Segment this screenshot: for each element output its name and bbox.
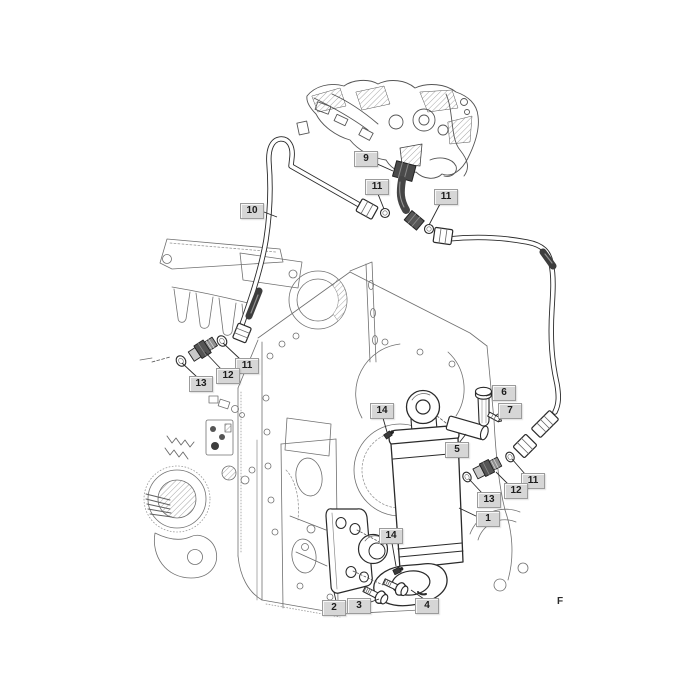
callout-13-b[interactable]: 13 — [477, 492, 501, 508]
callout-13-a[interactable]: 13 — [189, 376, 213, 392]
grease-fitting-14-lower — [392, 566, 404, 576]
hydraulic-cylinder-1 — [373, 389, 464, 607]
callout-7[interactable]: 7 — [498, 403, 522, 419]
left-fitting-axis-line — [151, 356, 171, 363]
right-hose — [445, 234, 562, 415]
callout-6[interactable]: 6 — [492, 385, 516, 401]
callout-10[interactable]: 10 — [240, 203, 264, 219]
leader-lines — [181, 162, 526, 604]
bolt-3 — [362, 586, 389, 605]
callout-11-c[interactable]: 11 — [235, 358, 259, 374]
right-hose-start-nut — [432, 226, 454, 246]
callout-14-b[interactable]: 14 — [379, 528, 403, 544]
engine-drawing — [296, 79, 479, 179]
callout-12-b[interactable]: 12 — [504, 483, 528, 499]
callout-11-a[interactable]: 11 — [365, 179, 389, 195]
callout-5[interactable]: 5 — [445, 442, 469, 458]
bracket-align-line-2 — [352, 570, 384, 586]
grease-fitting-14-upper — [383, 430, 394, 440]
callout-2[interactable]: 2 — [322, 600, 346, 616]
o-ring-13-left-group — [175, 355, 187, 367]
retaining-pin-6 — [474, 386, 493, 427]
right-hose-end-fitting — [531, 410, 559, 438]
callout-3[interactable]: 3 — [347, 598, 371, 614]
callout-1[interactable]: 1 — [476, 511, 500, 527]
connector-fitting-12-right — [472, 456, 503, 480]
bolt-4 — [382, 578, 409, 597]
pipe-10-lower-nut — [232, 322, 252, 344]
oil-line-10 — [235, 136, 366, 339]
o-ring-11-right-of-elbow — [423, 223, 435, 235]
callout-4[interactable]: 4 — [415, 598, 439, 614]
bracket-align-line-1 — [356, 529, 386, 546]
mounting-bracket-2 — [325, 508, 389, 594]
clevis-pin-5 — [445, 415, 489, 441]
cropped-reference-text: F — [557, 596, 564, 607]
o-ring-11-left-of-elbow — [379, 207, 391, 219]
elbow-fitting-9 — [392, 160, 425, 231]
o-ring-11-left-group — [216, 335, 228, 347]
callout-14-a[interactable]: 14 — [370, 403, 394, 419]
callout-11-b[interactable]: 11 — [434, 189, 458, 205]
callout-12-a[interactable]: 12 — [216, 368, 240, 384]
pipe-10-nut — [355, 198, 379, 220]
pin-5-axis-line — [436, 415, 447, 424]
callout-9[interactable]: 9 — [354, 151, 378, 167]
connector-fitting-12-left — [187, 336, 218, 362]
right-hose-end-nut — [513, 434, 537, 458]
